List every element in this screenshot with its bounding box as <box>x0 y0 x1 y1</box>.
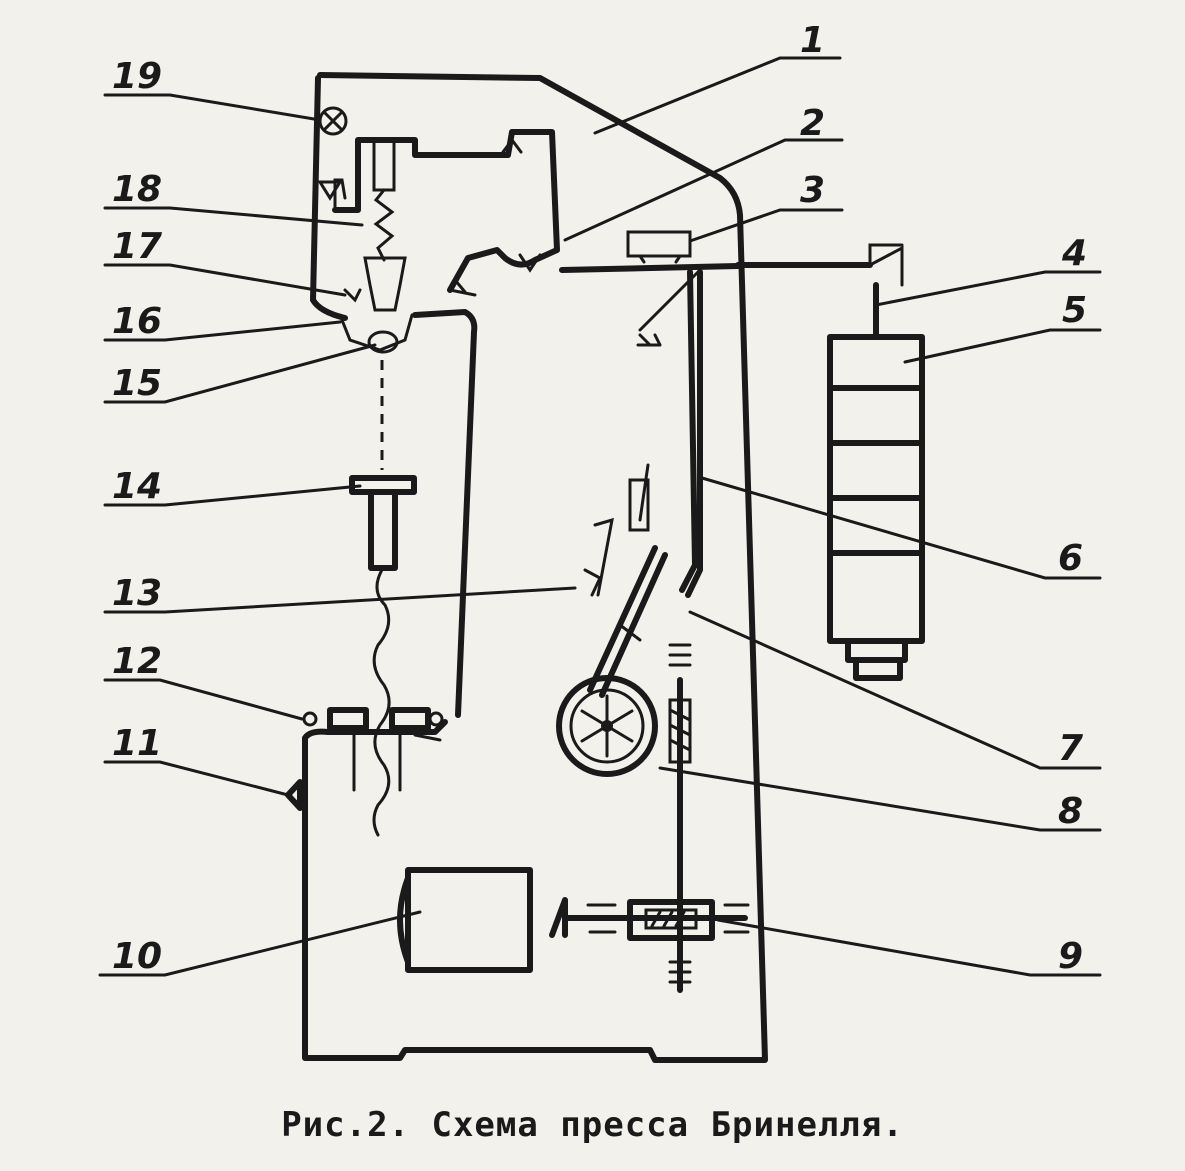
label-2: 2 <box>800 103 825 144</box>
label-13: 13 <box>112 573 162 614</box>
label-19: 19 <box>112 56 162 97</box>
brinell-press-diagram: 1 2 3 4 5 6 7 8 9 10 11 12 13 14 15 16 1… <box>98 20 1102 1063</box>
label-10: 10 <box>112 936 162 977</box>
press-frame <box>302 72 904 1063</box>
linkage-13 <box>583 463 668 698</box>
figure-caption: Рис.2. Схема пресса Бринелля. <box>281 1105 904 1145</box>
label-17: 17 <box>112 226 162 267</box>
worm-drive-9 <box>549 643 750 993</box>
label-18: 18 <box>112 169 162 210</box>
lifting-screw <box>285 360 444 837</box>
motor-10 <box>397 867 533 973</box>
label-6: 6 <box>1058 538 1083 579</box>
weight-set <box>626 230 925 681</box>
label-1: 1 <box>800 20 825 61</box>
label-11: 11 <box>112 723 162 764</box>
leader-lines <box>98 56 1102 977</box>
label-14: 14 <box>112 466 162 507</box>
lever-mechanism <box>636 268 703 598</box>
label-4: 4 <box>1061 233 1087 274</box>
label-9: 9 <box>1058 936 1083 977</box>
callout-numbers: 1 2 3 4 5 6 7 8 9 10 11 12 13 14 15 16 1… <box>112 20 1087 977</box>
gear-8 <box>556 675 658 777</box>
label-3: 3 <box>800 170 825 211</box>
label-15: 15 <box>112 363 162 404</box>
label-8: 8 <box>1058 791 1083 832</box>
label-7: 7 <box>1058 728 1083 769</box>
label-5: 5 <box>1062 290 1087 331</box>
label-12: 12 <box>112 641 162 682</box>
label-16: 16 <box>112 301 162 342</box>
gauge-19-icon <box>318 106 348 136</box>
